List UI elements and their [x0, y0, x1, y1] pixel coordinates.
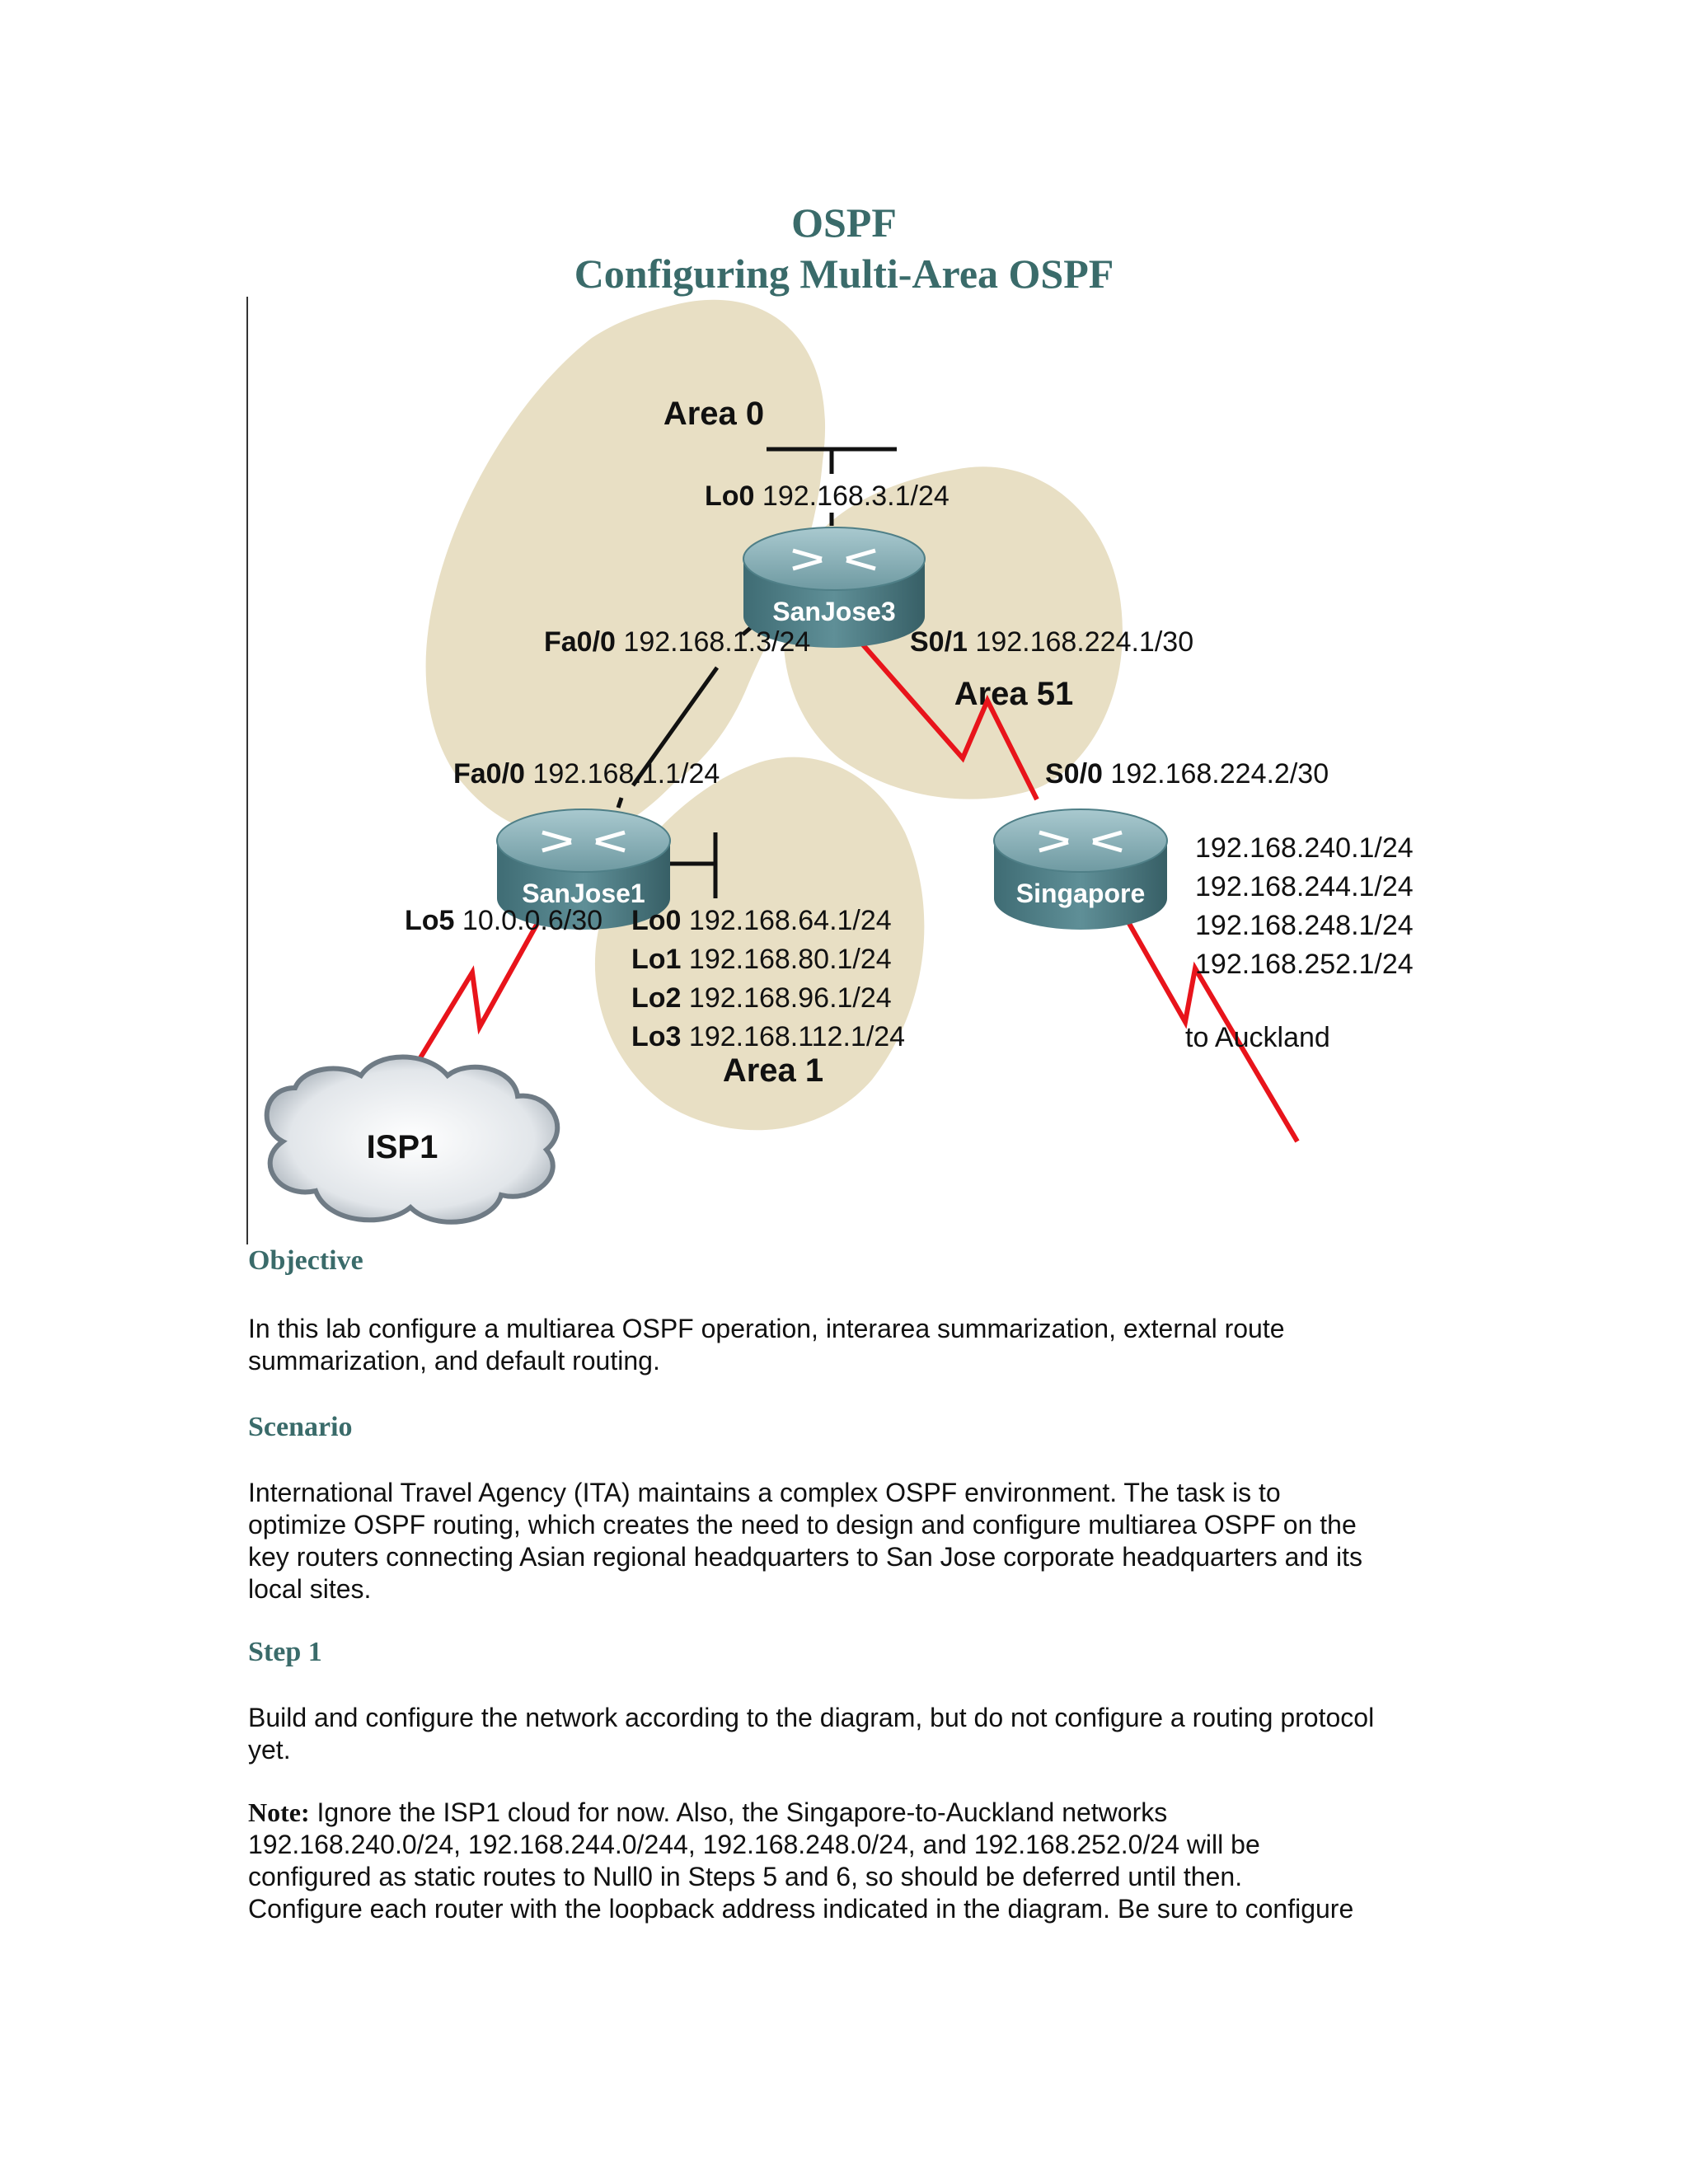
- note-first-line: Note: Ignore the ISP1 cloud for now. Als…: [248, 1797, 1451, 1829]
- sj1-lo2-label: Lo2 192.168.96.1/24: [631, 982, 892, 1014]
- sanjose3-loopback-symbol: [767, 447, 897, 526]
- auckland-label: to Auckland: [1185, 1022, 1330, 1053]
- sanjose1-loopback-symbol: [662, 832, 718, 898]
- note-line: Configure each router with the loopback …: [248, 1894, 1354, 1924]
- sg-net2-label: 192.168.244.1/24: [1195, 871, 1414, 902]
- note-line: 192.168.240.0/24, 192.168.244.0/244, 192…: [248, 1830, 1260, 1859]
- area1-label: Area 1: [723, 1052, 823, 1089]
- sj1-fa00-label: Fa0/0 192.168.1.1/24: [453, 758, 720, 790]
- sg-net4-label: 192.168.252.1/24: [1195, 949, 1414, 980]
- router-sanjose1: SanJose1: [496, 808, 671, 930]
- sg-net1-label: 192.168.240.1/24: [1195, 832, 1414, 864]
- sj1-lo5-label: Lo5 10.0.0.6/30: [405, 905, 603, 936]
- note-paragraph: Note: Ignore the ISP1 cloud for now. Als…: [248, 1797, 1451, 1925]
- scenario-line: International Travel Agency (ITA) mainta…: [248, 1478, 1281, 1507]
- serial-link-sj3-singapore: [841, 621, 1039, 801]
- area0-label: Area 0: [663, 396, 764, 432]
- serial-link-sj1-isp1: [412, 895, 555, 1069]
- network-diagram: Area 0 Area 51 Area 1 SanJose3: [246, 297, 1414, 1244]
- area0-region: [425, 299, 826, 837]
- scenario-heading: Scenario: [248, 1412, 353, 1442]
- isp1-cloud: ISP1: [264, 1054, 560, 1225]
- page-title: OSPF: [791, 199, 897, 246]
- router-sanjose1-label: SanJose1: [522, 879, 645, 908]
- router-sanjose3-label: SanJose3: [772, 597, 895, 626]
- scenario-line: optimize OSPF routing, which creates the…: [248, 1510, 1357, 1540]
- step1-line: Build and configure the network accordin…: [248, 1703, 1375, 1732]
- router-sanjose3: SanJose3: [743, 527, 926, 648]
- step1-heading: Step 1: [248, 1637, 322, 1667]
- note-line: configured as static routes to Null0 in …: [248, 1862, 1243, 1891]
- sj3-lo0-label: Lo0 192.168.3.1/24: [705, 480, 950, 512]
- step1-line: yet.: [248, 1735, 291, 1765]
- ethernet-link: [631, 666, 720, 787]
- area51-label: Area 51: [954, 676, 1074, 712]
- isp1-label: ISP1: [367, 1129, 438, 1165]
- area1-region: [594, 757, 925, 1131]
- objective-line: In this lab configure a multiarea OSPF o…: [248, 1314, 1285, 1343]
- note-first-text: Ignore the ISP1 cloud for now. Also, the…: [309, 1797, 1168, 1827]
- scenario-line: key routers connecting Asian regional he…: [248, 1542, 1362, 1572]
- sg-s00-label: S0/0 192.168.224.2/30: [1045, 758, 1329, 790]
- note-label: Note:: [248, 1797, 310, 1827]
- objective-paragraph: In this lab configure a multiarea OSPF o…: [248, 1313, 1451, 1377]
- sj1-lo1-label: Lo1 192.168.80.1/24: [631, 944, 892, 975]
- objective-line: summarization, and default routing.: [248, 1346, 660, 1376]
- step1-paragraph: Build and configure the network accordin…: [248, 1702, 1451, 1766]
- serial-link-singapore-auckland: [1109, 890, 1300, 1143]
- sj1-lo3-label: Lo3 192.168.112.1/24: [631, 1021, 905, 1052]
- scenario-paragraph: International Travel Agency (ITA) mainta…: [248, 1477, 1451, 1605]
- ethernet-link-stub-sj1: [616, 797, 624, 808]
- scenario-line: local sites.: [248, 1574, 372, 1604]
- page-subtitle: Configuring Multi-Area OSPF: [574, 251, 1114, 297]
- sg-net3-label: 192.168.248.1/24: [1195, 910, 1414, 941]
- router-singapore: Singapore: [993, 808, 1168, 930]
- sj3-s01-label: S0/1 192.168.224.1/30: [910, 626, 1193, 658]
- objective-heading: Objective: [248, 1245, 363, 1276]
- router-singapore-label: Singapore: [1016, 879, 1145, 908]
- sj3-fa00-label: Fa0/0 192.168.1.3/24: [544, 626, 810, 658]
- sj1-lo0-label: Lo0 192.168.64.1/24: [631, 905, 892, 936]
